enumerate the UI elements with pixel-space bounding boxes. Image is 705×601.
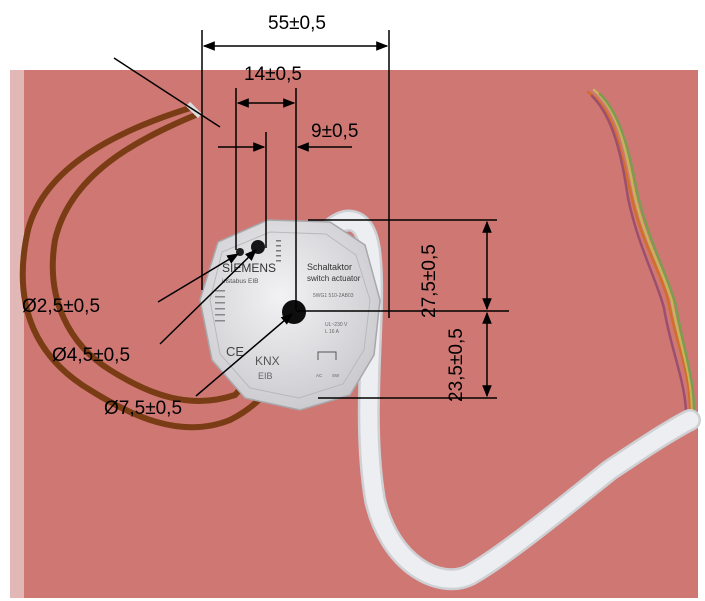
device-rating-2: L 16 A bbox=[325, 329, 340, 335]
dimension-lines bbox=[113, 30, 509, 399]
terminal-markings bbox=[276, 240, 281, 262]
leader-hole-medium bbox=[159, 249, 257, 345]
eib-logo: EIB bbox=[258, 371, 273, 381]
photo-edge-highlight bbox=[10, 70, 24, 598]
knx-logo: KNX bbox=[255, 354, 280, 368]
dim-height-upper-label: 27,5±0,5 bbox=[419, 244, 440, 318]
dim-overall-width-label: 55±0,5 bbox=[268, 13, 326, 34]
leader-hole-large bbox=[195, 313, 293, 397]
device-name-1: Schaltaktor bbox=[307, 262, 352, 272]
leader-hole-small bbox=[157, 253, 240, 303]
device-series: instabus EIB bbox=[222, 278, 259, 285]
dim-hole-spacing-label: 14±0,5 bbox=[244, 64, 302, 85]
dim-hole-medium-label: Ø4,5±0,5 bbox=[52, 345, 131, 366]
relay-symbol bbox=[317, 351, 337, 360]
top-leader bbox=[113, 57, 221, 128]
dim-hole-small-label: Ø2,5±0,5 bbox=[22, 296, 101, 317]
grey-cable bbox=[321, 212, 699, 588]
dim-height-lower-label: 23,5±0,5 bbox=[446, 328, 467, 402]
bus-label: AC bbox=[316, 373, 323, 378]
left-column-text bbox=[215, 290, 225, 322]
device-name-2: switch actuator bbox=[307, 274, 361, 283]
device-brand: SIEMENS bbox=[222, 261, 276, 275]
device-rating-1: UL~230 V bbox=[325, 322, 348, 328]
ce-mark: CE bbox=[226, 344, 244, 359]
dim-edge-offset-label: 9±0,5 bbox=[311, 121, 359, 142]
device-order-no: 5WG1 510-2AB03 bbox=[313, 293, 354, 299]
dim-hole-large-label: Ø7,5±0,5 bbox=[104, 398, 183, 419]
colored-wires bbox=[586, 88, 696, 412]
channel-label: SW bbox=[332, 373, 340, 378]
